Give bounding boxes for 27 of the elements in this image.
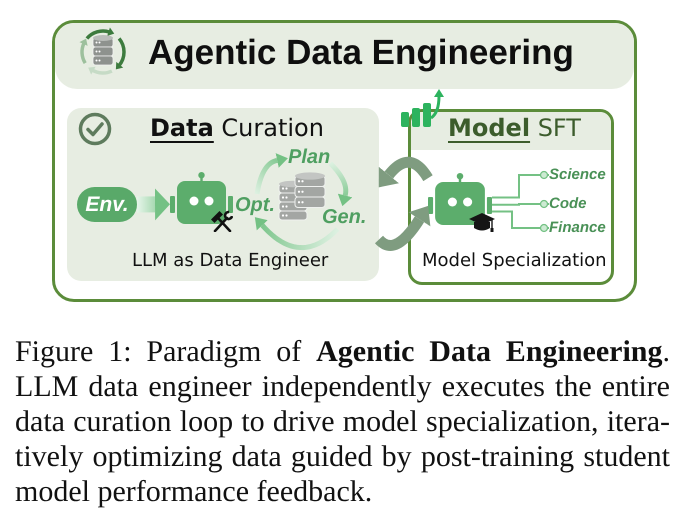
panel-heading: Data Curation (150, 115, 324, 143)
cycle-arrow (328, 162, 352, 206)
panel-heading: Model SFT (448, 115, 581, 143)
step-label: Opt. (235, 194, 275, 217)
connector-line (492, 210, 549, 232)
step-label: Gen. (322, 206, 366, 229)
diagram-frame (52, 20, 637, 302)
step-label: Plan (288, 146, 330, 169)
curation-panel (67, 108, 379, 281)
block-arrow (136, 188, 170, 220)
panel-caption: LLM as Data Engineer (132, 251, 328, 272)
connector-line (492, 170, 549, 198)
connector-line (492, 200, 549, 208)
domain-label: Science (549, 166, 606, 184)
frame-heading: Agentic Data Engineering (148, 33, 574, 74)
sft-panel (408, 109, 614, 285)
panel-caption: Model Specialization (422, 251, 607, 272)
domain-label: Code (549, 195, 586, 213)
figure-caption: Figure 1: Paradigm of Agentic Data Engineering. LLM data engineer independently executes the entire data curation loop to drive model specialization, itera- tively optimizing data guided by post-training student model performance feedback. (15, 334, 670, 509)
env-pill: Env. (77, 187, 137, 222)
curved-arrow (378, 156, 433, 188)
curved-arrow (374, 206, 430, 251)
robot-icon (170, 172, 233, 224)
cycle-arrow (254, 217, 340, 250)
domain-label: Finance (549, 219, 606, 237)
robot-icon (428, 173, 492, 225)
cycle-arrow (254, 153, 288, 194)
